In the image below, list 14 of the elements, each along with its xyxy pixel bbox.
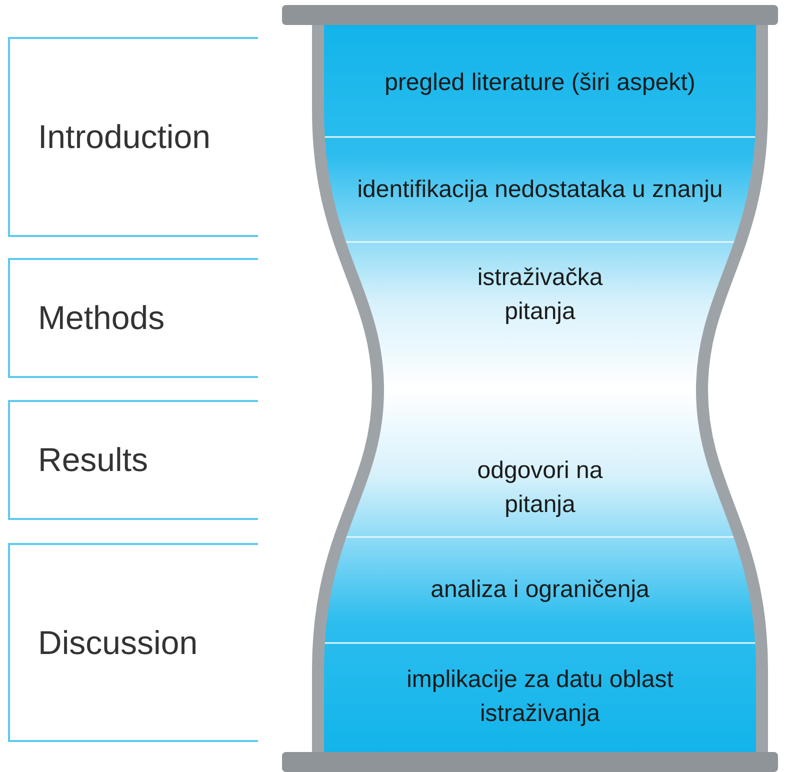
hourglass-band-label: odgovori na pitanja [445, 440, 635, 535]
hourglass-band-label: identifikacija nedostataka u znanju [350, 140, 730, 240]
hourglass-band-label: analiza i ograničenja [370, 540, 710, 640]
section-bracket [8, 258, 258, 378]
section-title: Discussion [38, 622, 198, 663]
section-bracket [8, 37, 258, 237]
section-title: Results [38, 440, 148, 480]
section-title: Introduction [38, 117, 210, 158]
section-title: Methods [38, 298, 165, 338]
section-bracket [8, 400, 258, 520]
section-bracket [8, 543, 258, 742]
hourglass-band-label: istraživačka pitanja [445, 245, 635, 345]
hourglass-band-label: implikacije za datu oblast istraživanja [350, 645, 730, 748]
hourglass-band-label: pregled literature (širi aspekt) [360, 30, 720, 135]
